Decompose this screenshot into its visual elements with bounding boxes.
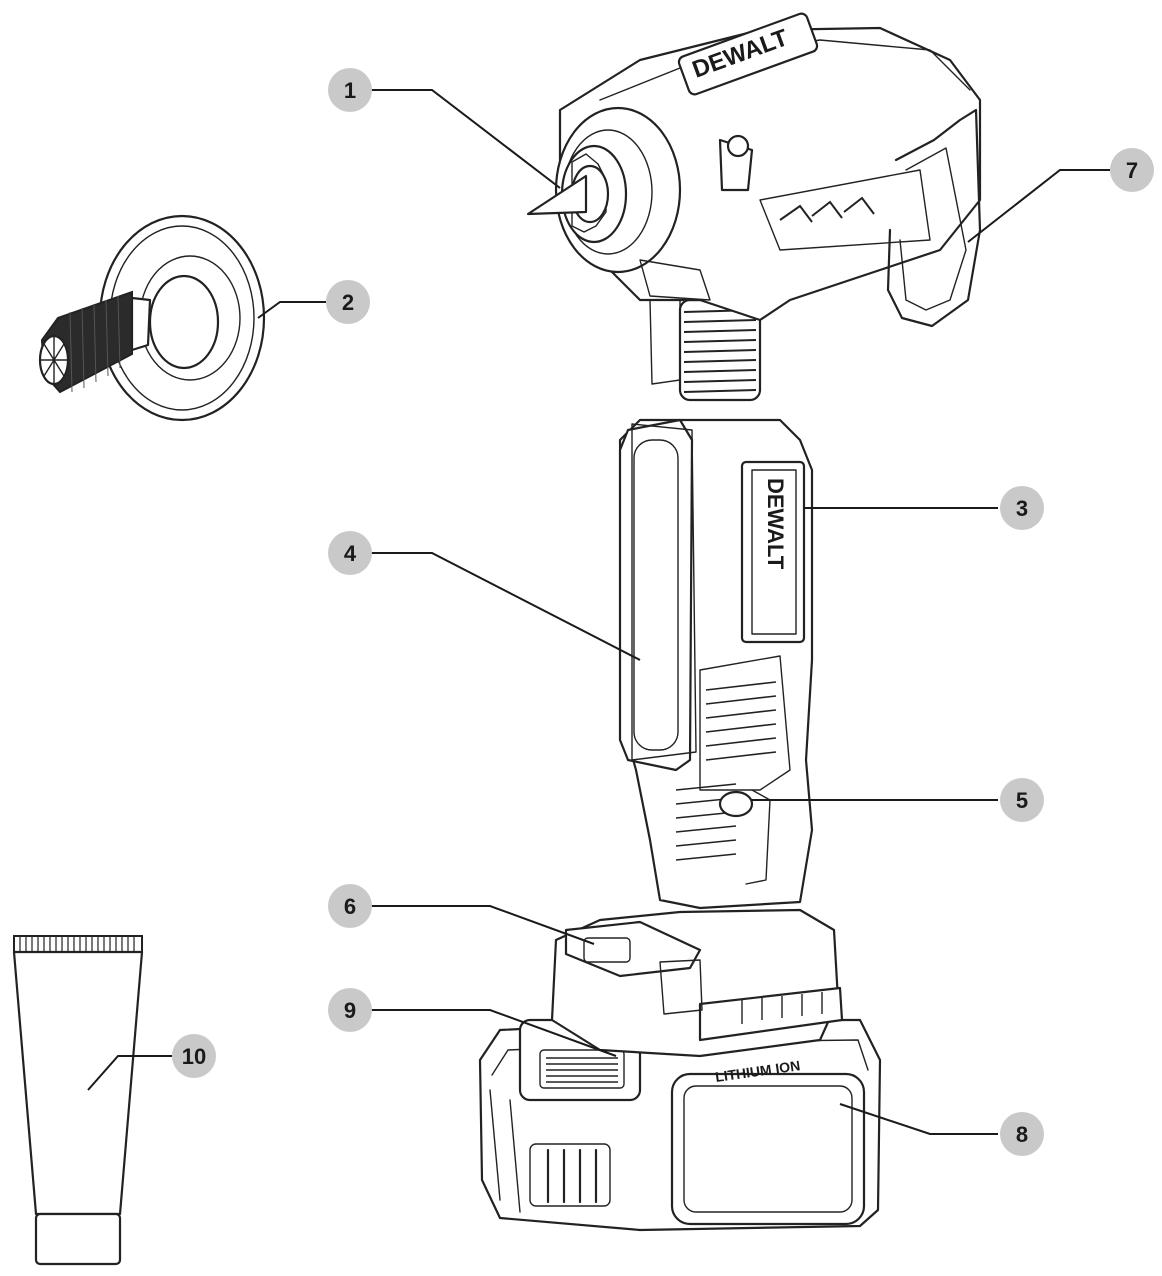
callout-label: 2 — [342, 290, 354, 315]
callout-label: 7 — [1126, 158, 1138, 183]
callout-9: 9 — [328, 988, 372, 1032]
callout-label: 4 — [344, 541, 357, 566]
handle: DEWALT — [618, 295, 814, 910]
callout-10: 10 — [172, 1034, 216, 1078]
handle-logo: DEWALT — [763, 478, 788, 570]
expander-tool: LITHIUM ION DEWALT — [478, 12, 982, 1232]
callout-label: 3 — [1016, 496, 1028, 521]
callout-label: 5 — [1016, 788, 1028, 813]
callout-1: 1 — [328, 68, 372, 112]
motor-head: DEWALT — [526, 12, 982, 328]
callout-label: 10 — [182, 1044, 206, 1069]
callout-4: 4 — [328, 531, 372, 575]
leader-lines — [87, 89, 1110, 1135]
callout-8: 8 — [1000, 1112, 1044, 1156]
callout-label: 9 — [344, 998, 356, 1023]
callout-6: 6 — [328, 884, 372, 928]
callout-label: 6 — [344, 894, 356, 919]
callout-label: 1 — [344, 78, 356, 103]
callout-2: 2 — [326, 280, 370, 324]
grease-tube — [12, 935, 144, 1266]
callout-3: 3 — [1000, 486, 1044, 530]
expander-head-attachment — [38, 214, 266, 422]
callout-7: 7 — [1110, 148, 1154, 192]
callout-label: 8 — [1016, 1122, 1028, 1147]
battery-interface — [550, 908, 844, 1058]
callout-5: 5 — [1000, 778, 1044, 822]
